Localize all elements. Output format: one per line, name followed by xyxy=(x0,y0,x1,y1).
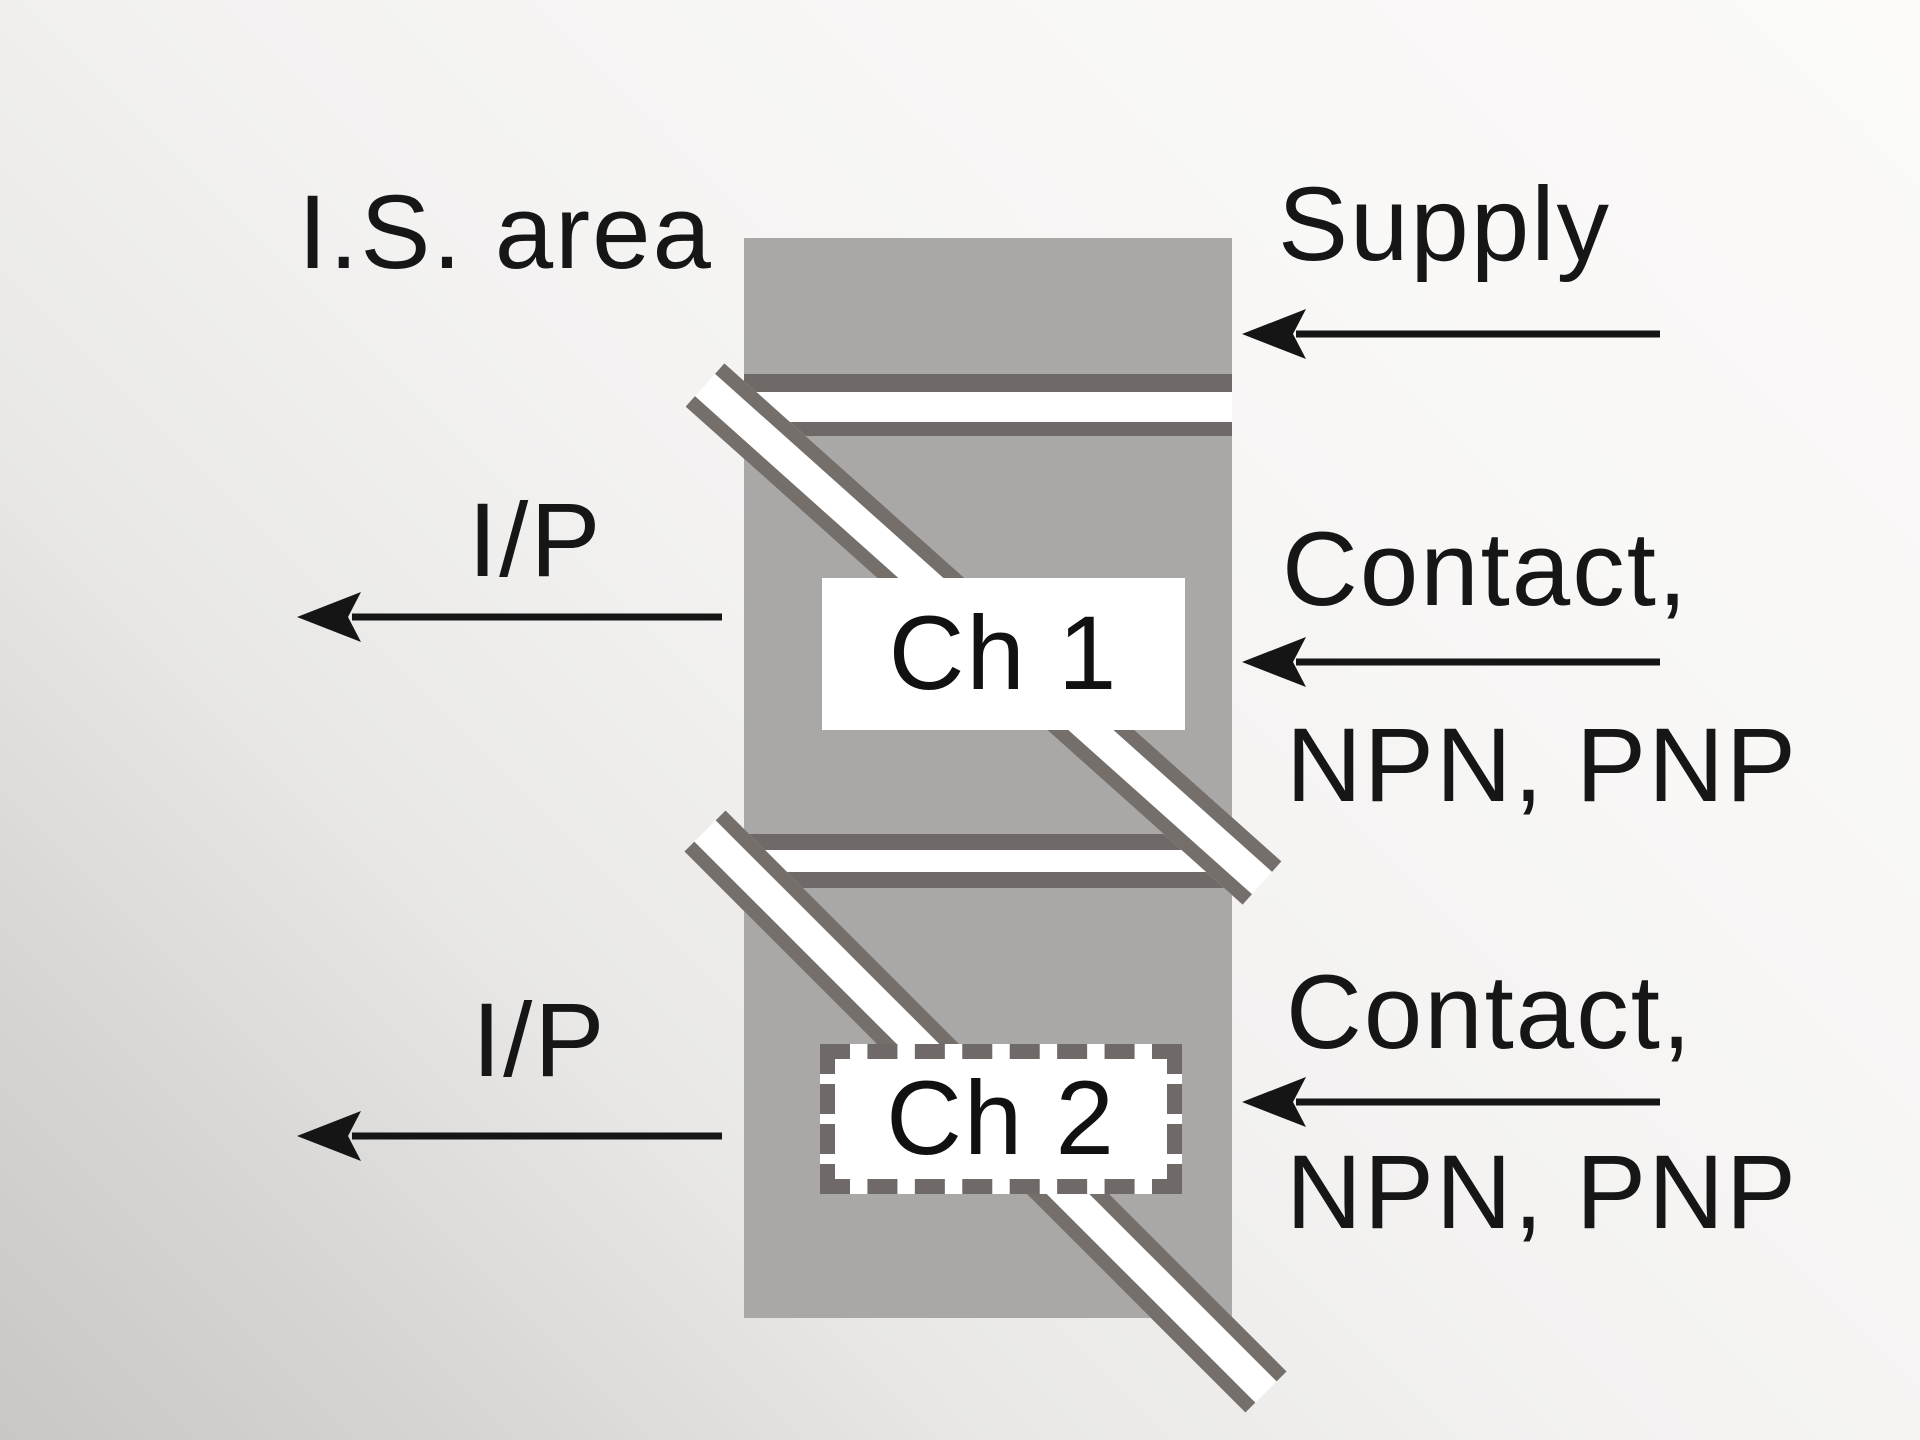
ch1-input-arrowhead-icon xyxy=(1242,637,1306,687)
supply-arrowhead-icon xyxy=(1242,309,1306,359)
ch1-label-box: Ch 1 xyxy=(822,578,1185,730)
ch2-input-arrowhead-icon xyxy=(1242,1077,1306,1127)
ch2-top-line xyxy=(744,872,1232,888)
ch1-bottom-line xyxy=(744,834,1232,850)
ch1-input-label-line1: Contact, xyxy=(1282,511,1690,628)
supply-arrow xyxy=(1242,309,1660,359)
is-area-label: I.S. area xyxy=(298,174,713,291)
ch1-output-arrow xyxy=(297,592,722,642)
ch2-input-label-line1: Contact, xyxy=(1286,954,1694,1071)
gap-ch1-ch2 xyxy=(744,850,1232,872)
ch1-output-arrowhead-icon xyxy=(297,592,361,642)
supply-separator-line xyxy=(744,374,1232,392)
ch2-label-box: Ch 2 xyxy=(820,1044,1182,1194)
ch2-output-arrowhead-icon xyxy=(297,1111,361,1161)
ch1-input-arrow xyxy=(1242,637,1660,687)
gap-supply-ch1 xyxy=(744,392,1232,422)
ch1-output-label: I/P xyxy=(468,482,603,599)
ch1-input-label-line2: NPN, PNP xyxy=(1286,707,1798,824)
ch1-label: Ch 1 xyxy=(888,595,1119,712)
ch2-input-arrow xyxy=(1242,1077,1660,1127)
supply-block xyxy=(744,238,1232,374)
ch2-input-label-line2: NPN, PNP xyxy=(1286,1134,1798,1251)
supply-label: Supply xyxy=(1278,166,1612,283)
ch2-output-label: I/P xyxy=(472,982,607,1099)
ch1-top-line xyxy=(744,422,1232,436)
arrows xyxy=(297,309,1660,1161)
ch2-output-arrow xyxy=(297,1111,722,1161)
ch2-label: Ch 2 xyxy=(886,1060,1116,1177)
